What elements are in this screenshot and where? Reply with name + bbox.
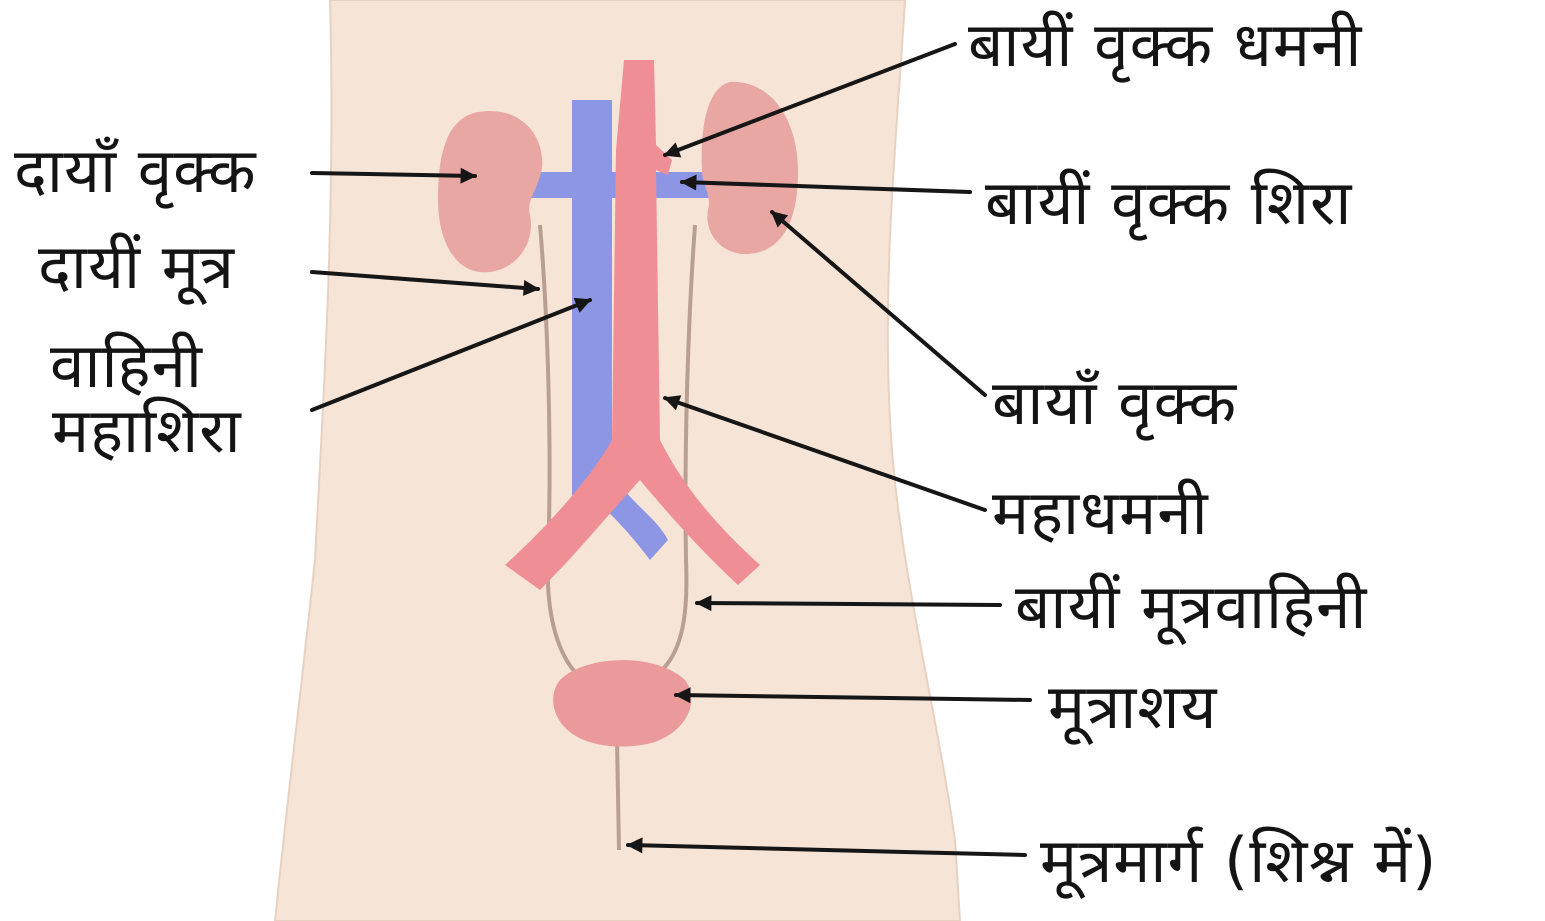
label-vena-cava: महाशिरा: [52, 400, 242, 462]
label-left-ureter: बायीं मूत्रवाहिनी: [1015, 576, 1367, 638]
label-aorta: महाधमनी: [992, 482, 1209, 544]
leader-left-ureter: [697, 603, 1000, 605]
label-left-kidney: बायाँ वृक्क: [992, 372, 1237, 434]
label-left-renal-artery: बायीं वृक्क धमनी: [968, 14, 1362, 76]
bladder: [553, 660, 691, 746]
label-right-kidney: दायाँ वृक्क: [14, 140, 257, 202]
label-bladder: मूत्राशय: [1048, 676, 1217, 738]
label-left-renal-vein: बायीं वृक्क शिरा: [985, 172, 1352, 234]
label-right-ureter-line2: वाहिनी: [50, 335, 203, 397]
urethra-tube: [617, 740, 619, 850]
label-urethra: मूत्रमार्ग (शिश्न में): [1040, 830, 1437, 892]
label-right-ureter-line1: दायीं मूत्र: [38, 236, 235, 298]
